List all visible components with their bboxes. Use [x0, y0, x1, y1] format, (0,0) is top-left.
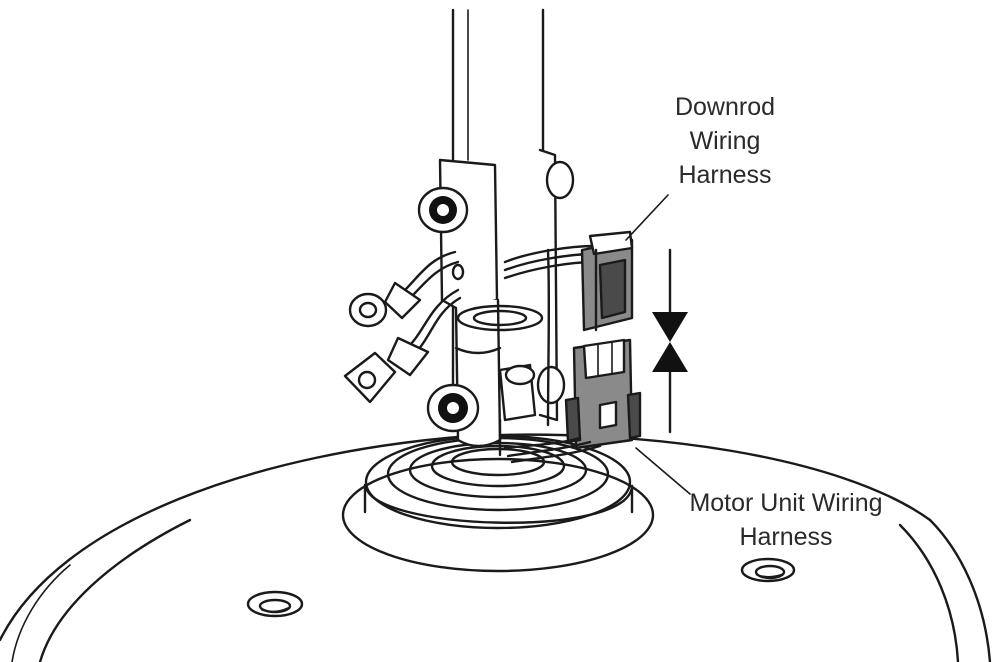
motor-harness-label: Motor Unit Wiring Harness [689, 486, 882, 554]
connect-arrow-down-icon [652, 248, 688, 342]
motor-harness-label-line-1: Motor Unit Wiring [689, 489, 883, 517]
bracket-bolt-rear-bottom [536, 365, 566, 405]
housing-screw-hole-right [740, 557, 796, 583]
connect-arrow-up-icon [652, 342, 688, 434]
housing-screw-hole-left [246, 590, 304, 618]
motor-harness-label-line-2: Harness [739, 523, 833, 551]
motor-harness-leader [635, 447, 691, 495]
downrod-harness-label: Downrod Wiring Harness [675, 90, 775, 192]
ground-wire-ring-terminal [348, 250, 460, 328]
bracket-bolt-rear-top [545, 160, 575, 200]
bracket-bolt-top [417, 186, 469, 234]
motor-collar [341, 434, 655, 573]
downrod-harness-leader [625, 194, 669, 241]
bracket-bolt-bottom [426, 383, 480, 433]
downrod-harness-label-line-2: Wiring [689, 127, 761, 155]
motor-harness-connector [564, 338, 642, 450]
downrod-harness-label-line-3: Harness [678, 161, 772, 189]
downrod-harness-label-line-1: Downrod [674, 93, 776, 121]
ground-wire-spade-terminal [343, 288, 462, 404]
motor-wires [503, 436, 602, 464]
downrod-harness-connector [580, 230, 634, 332]
